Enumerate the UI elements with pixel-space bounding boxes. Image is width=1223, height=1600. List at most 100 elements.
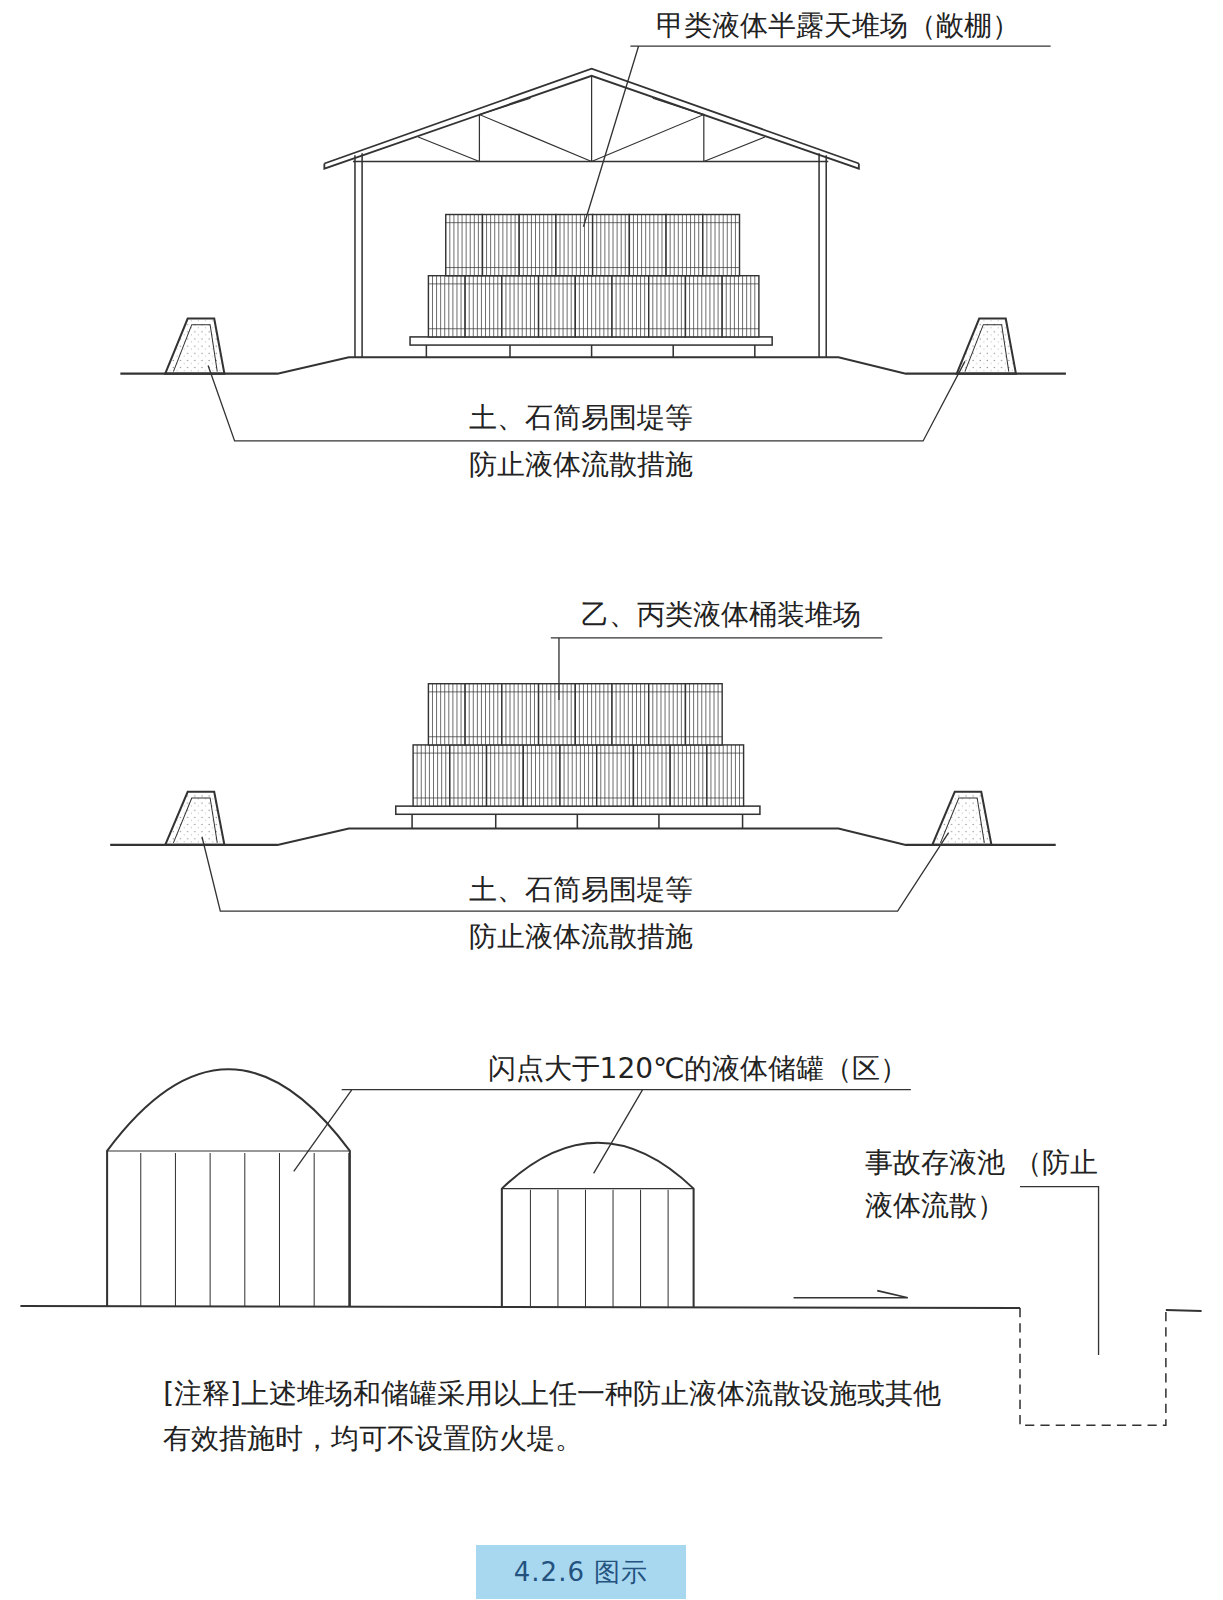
barrel-staves [539, 276, 576, 337]
barrel-staves [523, 745, 560, 806]
ground-line [120, 357, 1066, 373]
barrel [428, 684, 465, 745]
earth-dike [165, 319, 224, 374]
barrel-staves [670, 745, 707, 806]
barrel [502, 276, 539, 337]
barrel-staves [487, 745, 524, 806]
section-drum-yard [110, 638, 1056, 911]
barrel-staves [722, 276, 759, 337]
barrel [597, 745, 634, 806]
barrel-staves [629, 215, 666, 276]
tank-seam-lines [141, 1153, 668, 1307]
caption-band: 4.2.6 图示 [476, 1545, 686, 1599]
barrel-staves [450, 745, 487, 806]
barrel [666, 215, 703, 276]
barrel [487, 745, 524, 806]
barrel [612, 684, 649, 745]
barrel [560, 745, 597, 806]
barrel-staves [649, 276, 686, 337]
callout-label: 甲类液体半露天堆场（敞棚） [656, 8, 1020, 45]
barrel-staves [707, 745, 744, 806]
barrel [633, 745, 670, 806]
barrel [413, 745, 450, 806]
barrel [593, 215, 630, 276]
barrel [428, 276, 465, 337]
barrel [685, 684, 722, 745]
leader-line [551, 638, 883, 700]
barrel [612, 276, 649, 337]
barrel-staves [428, 684, 465, 745]
barrel [556, 215, 593, 276]
barrel [539, 684, 576, 745]
tank-rim [107, 1150, 350, 1151]
earth-dike [165, 792, 224, 845]
barrel-staves [612, 276, 649, 337]
tank-seams [141, 1153, 668, 1307]
barrel [703, 215, 740, 276]
earth-dike-inner [173, 798, 217, 843]
barrel-stack [428, 215, 758, 337]
note-text: [注释]上述堆场和储罐采用以上任一种防止液体流散设施或其他有效措施时，均可不设置… [163, 1372, 955, 1462]
pallet [396, 806, 760, 814]
barrel [523, 745, 560, 806]
barrel-staves [560, 745, 597, 806]
earth-dike [957, 319, 1016, 374]
pallet-legs [412, 814, 742, 828]
barrel [575, 684, 612, 745]
callout-label: 事故存液池 （防止液体流散） [865, 1142, 1106, 1228]
flow-arrow [794, 1291, 908, 1298]
barrel-staves [482, 215, 519, 276]
barrel [685, 276, 722, 337]
barrel-staves [428, 276, 465, 337]
barrel-staves [685, 276, 722, 337]
leader-line [294, 1090, 911, 1174]
ground-line [110, 829, 1056, 845]
barrel [707, 745, 744, 806]
leader-line [1020, 1187, 1099, 1355]
emergency-pit [1020, 1308, 1166, 1425]
barrel-staves [685, 684, 722, 745]
barrel-staves [413, 745, 450, 806]
barrel-staves [465, 684, 502, 745]
barrel-staves [575, 684, 612, 745]
barrel [446, 215, 483, 276]
tank-rim [502, 1188, 694, 1189]
callout-label: 土、石简易围堤等 防止液体流散措施 [461, 867, 702, 961]
barrel-staves [575, 276, 612, 337]
truss-members [418, 76, 765, 162]
barrel [670, 745, 707, 806]
barrel-staves [703, 215, 740, 276]
barrel [502, 684, 539, 745]
barrel-staves [446, 215, 483, 276]
callout-label: 乙、丙类液体桶装堆场 [581, 597, 861, 634]
earth-dike-inner [173, 325, 217, 372]
barrel [649, 276, 686, 337]
barrel-staves [539, 684, 576, 745]
barrel-staves [465, 276, 502, 337]
barrel-staves [597, 745, 634, 806]
barrel [722, 276, 759, 337]
barrel [450, 745, 487, 806]
barrel-stack [413, 684, 743, 806]
shed-posts [355, 153, 826, 357]
section-open-shed [120, 46, 1066, 441]
earth-dike-inner [965, 325, 1009, 372]
ground-line [20, 1306, 1201, 1311]
barrel-staves [502, 276, 539, 337]
barrel-staves [593, 215, 630, 276]
barrel [465, 276, 502, 337]
storage-tank [107, 1069, 350, 1306]
callout-label: 土、石简易围堤等 防止液体流散措施 [461, 395, 702, 489]
barrel [629, 215, 666, 276]
figure-caption: 4.2.6 图示 [514, 1555, 648, 1590]
barrel-staves [649, 684, 686, 745]
barrel [539, 276, 576, 337]
barrel-staves [502, 684, 539, 745]
barrel [649, 684, 686, 745]
shed-roof [324, 69, 858, 169]
barrel-staves [519, 215, 556, 276]
callout-label: 闪点大于120℃的液体储罐（区） [488, 1051, 909, 1088]
section-tanks [20, 1069, 1201, 1425]
barrel [519, 215, 556, 276]
